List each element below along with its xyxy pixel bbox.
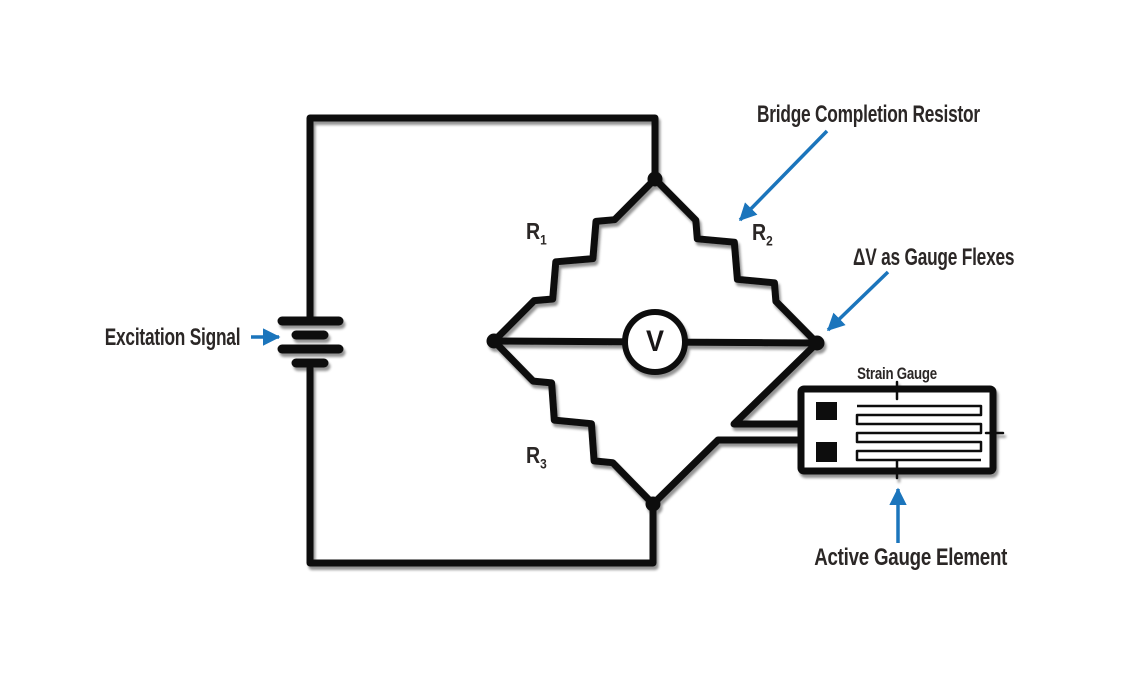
bridge-completion-arrow <box>738 129 829 222</box>
wire-gauge-lead-lower <box>649 436 810 508</box>
voltmeter-label: V <box>645 325 664 358</box>
battery-icon <box>277 316 344 368</box>
r3-label: R3 <box>526 442 547 472</box>
node-bottom <box>645 496 661 512</box>
bridge-nodes <box>486 171 825 512</box>
strain-gauge-label: Strain Gauge <box>857 364 937 383</box>
wire-gauge-lead-upper <box>730 339 821 428</box>
gauge-serpentine-foil <box>855 404 983 462</box>
delta-v-label: ΔV as Gauge Flexes <box>853 244 1015 271</box>
annotation-arrows <box>251 129 907 543</box>
gauge-pad-bottom <box>816 442 837 462</box>
node-right <box>809 335 825 351</box>
node-top <box>647 171 663 187</box>
strain-gauge-icon <box>797 380 1005 480</box>
active-gauge-element-label: Active Gauge Element <box>814 544 1008 571</box>
node-left <box>486 333 502 349</box>
wire-top-loop <box>306 114 659 321</box>
r1-label: R1 <box>526 218 547 248</box>
delta-v-arrow <box>826 270 890 332</box>
gauge-pad-top <box>816 402 837 420</box>
r2-label: R2 <box>752 219 773 249</box>
wire-bottom-loop <box>306 364 657 567</box>
resistor-r3-zigzag <box>490 337 657 508</box>
circuit-wires <box>306 114 821 567</box>
resistor-r2-zigzag <box>651 175 821 347</box>
excitation-signal-label: Excitation Signal <box>104 324 240 351</box>
bridge-completion-resistor-label: Bridge Completion Resistor <box>757 101 980 128</box>
voltmeter-icon <box>622 309 688 375</box>
gauge-alignment-marks <box>895 380 1005 480</box>
resistor-r1-zigzag <box>490 175 659 345</box>
